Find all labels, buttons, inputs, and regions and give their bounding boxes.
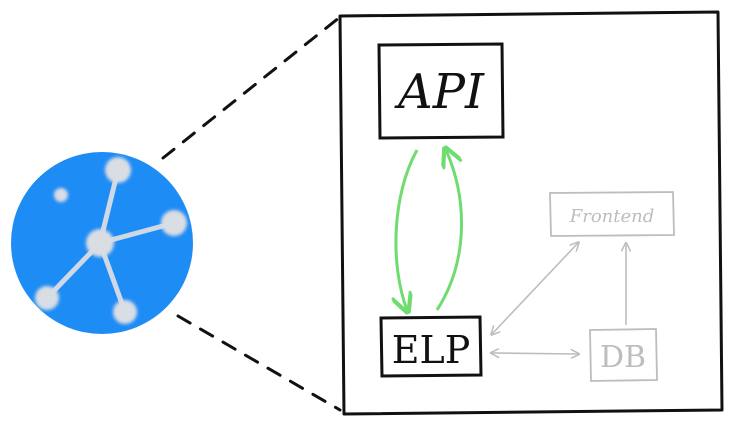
arrow-elp-db — [492, 353, 578, 354]
arrow-api-to-elp — [396, 149, 419, 310]
db-label: DB — [600, 340, 646, 375]
frontend-node: Frontend — [549, 191, 675, 237]
zoom-line-top — [161, 15, 342, 160]
api-label: API — [394, 64, 485, 120]
elp-node: ELP — [379, 315, 483, 378]
frontend-label: Frontend — [569, 206, 655, 227]
elp-label: ELP — [392, 328, 471, 372]
zoom-line-bottom — [176, 314, 342, 412]
zoom-panel — [338, 10, 724, 416]
db-node: DB — [589, 328, 658, 382]
arrow-elp-frontend — [492, 243, 578, 334]
arrow-elp-to-api — [435, 150, 463, 311]
api-node: API — [377, 42, 505, 140]
network-graph-icon — [11, 152, 193, 334]
